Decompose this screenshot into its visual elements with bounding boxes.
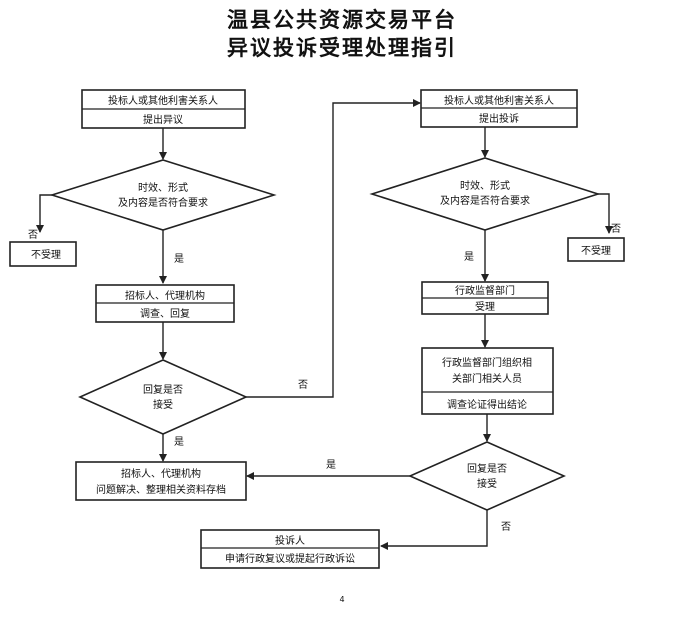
svg-text:回复是否: 回复是否 [467,462,507,475]
right-yes-to-archive-label: 是 [326,459,336,471]
svg-text:关部门相关人员: 关部门相关人员 [452,372,522,385]
title-line-2: 异议投诉受理处理指引 [227,36,457,60]
left-archive-box: 招标人、代理机构 问题解决、整理相关资料存档 [75,461,247,501]
page-number: 4 [339,595,344,604]
svg-text:受理: 受理 [475,301,495,313]
svg-text:调查论证得出结论: 调查论证得出结论 [447,398,527,411]
title-line-1: 温县公共资源交易平台 [227,8,457,32]
right-investigate-box: 行政监督部门组织相 关部门相关人员 调查论证得出结论 [421,347,554,415]
svg-text:不受理: 不受理 [31,249,61,261]
right-check-diamond: 时效、形式 及内容是否符合要求 [369,157,601,231]
right-reply-diamond: 回复是否 接受 [408,441,566,511]
svg-text:问题解决、整理相关资料存档: 问题解决、整理相关资料存档 [96,483,226,496]
right-yes-label: 是 [464,251,474,263]
right-no-label-2: 否 [501,521,511,533]
svg-text:提出异议: 提出异议 [143,113,183,126]
svg-text:接受: 接受 [477,477,497,490]
svg-text:投诉人: 投诉人 [275,534,305,547]
svg-text:投标人或其他利害关系人: 投标人或其他利害关系人 [108,94,218,107]
left-reply-diamond: 回复是否 接受 [78,359,248,435]
svg-text:接受: 接受 [153,398,173,411]
svg-text:行政监督部门组织相: 行政监督部门组织相 [442,356,532,369]
svg-text:提出投诉: 提出投诉 [479,112,519,125]
svg-text:行政监督部门: 行政监督部门 [455,284,515,297]
svg-text:及内容是否符合要求: 及内容是否符合要求 [440,194,530,207]
svg-text:不受理: 不受理 [581,245,611,257]
left-check-diamond: 时效、形式 及内容是否符合要求 [49,159,277,231]
left-yes-label-2: 是 [174,436,184,448]
right-start-box: 投标人或其他利害关系人 提出投诉 [420,89,578,128]
right-no-label: 否 [611,223,621,235]
svg-text:申请行政复议或提起行政诉讼: 申请行政复议或提起行政诉讼 [225,552,355,565]
svg-text:投标人或其他利害关系人: 投标人或其他利害关系人 [444,94,554,107]
right-accept-box: 行政监督部门 受理 [421,281,549,315]
left-no-to-complaint-label: 否 [298,379,308,391]
left-no-label: 否 [28,229,38,241]
left-reject-box: 不受理 [9,241,77,267]
svg-text:招标人、代理机构: 招标人、代理机构 [121,467,201,480]
svg-text:回复是否: 回复是否 [143,383,183,396]
left-handle-box: 招标人、代理机构 调查、回复 [95,284,235,323]
svg-text:及内容是否符合要求: 及内容是否符合要求 [118,196,208,209]
left-yes-label: 是 [174,253,184,265]
left-start-box: 投标人或其他利害关系人 提出异议 [81,89,246,129]
final-box: 投诉人 申请行政复议或提起行政诉讼 [200,529,380,569]
svg-text:时效、形式: 时效、形式 [138,181,188,194]
right-reject-box: 不受理 [567,237,625,262]
svg-text:调查、回复: 调查、回复 [140,307,190,320]
svg-text:时效、形式: 时效、形式 [460,179,510,192]
svg-text:招标人、代理机构: 招标人、代理机构 [125,289,205,302]
